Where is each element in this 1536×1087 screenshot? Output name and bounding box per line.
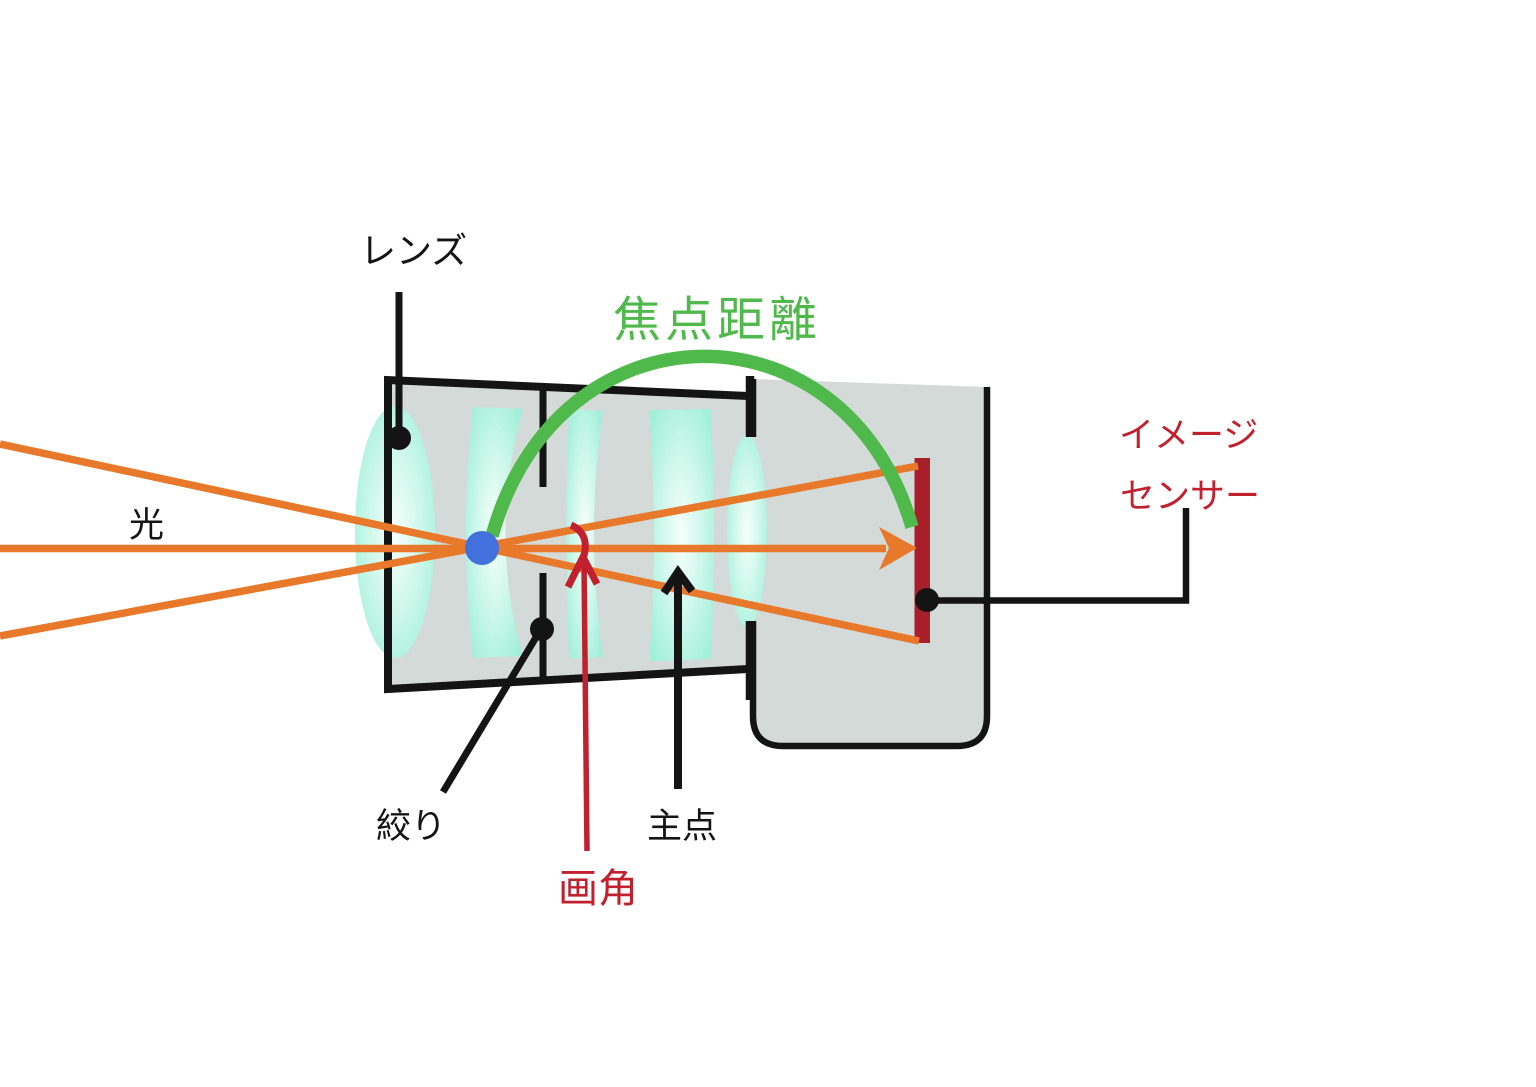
angle-callout-line	[581, 561, 590, 852]
image-sensor-label-line2: センサー	[1120, 477, 1260, 517]
image-sensor-bar	[914, 458, 930, 643]
light-ray-upper	[0, 440, 920, 645]
aperture-callout	[440, 617, 554, 794]
angle-of-view-label: 画角	[558, 866, 638, 912]
sensor-callout-line	[927, 508, 1190, 604]
principal-point-label: 主点	[647, 807, 717, 847]
principal-point-callout	[660, 565, 696, 789]
light-rays	[0, 440, 920, 645]
aperture-callout-line	[440, 627, 544, 794]
principal-point-dot	[465, 531, 499, 565]
focal-length-label: 焦点距離	[613, 292, 821, 348]
image-sensor-label-line1: イメージ	[1119, 416, 1258, 456]
lens-label: レンズ	[360, 231, 467, 272]
aperture-label: 絞り	[376, 807, 446, 847]
lens-element-4	[649, 409, 714, 661]
angle-of-view-marker	[564, 521, 601, 852]
light-label: 光	[129, 506, 164, 546]
lens-callout-dot	[387, 426, 411, 450]
principal-point-arrowhead	[660, 565, 696, 596]
angle-arrowhead	[564, 549, 601, 589]
sensor-callout	[915, 508, 1190, 612]
lens-element-rear	[727, 435, 767, 627]
ray-arrowhead	[879, 527, 917, 570]
lens-callout	[387, 292, 411, 450]
focal-length-arc	[485, 349, 919, 538]
lens-barrel-outline	[384, 375, 749, 694]
